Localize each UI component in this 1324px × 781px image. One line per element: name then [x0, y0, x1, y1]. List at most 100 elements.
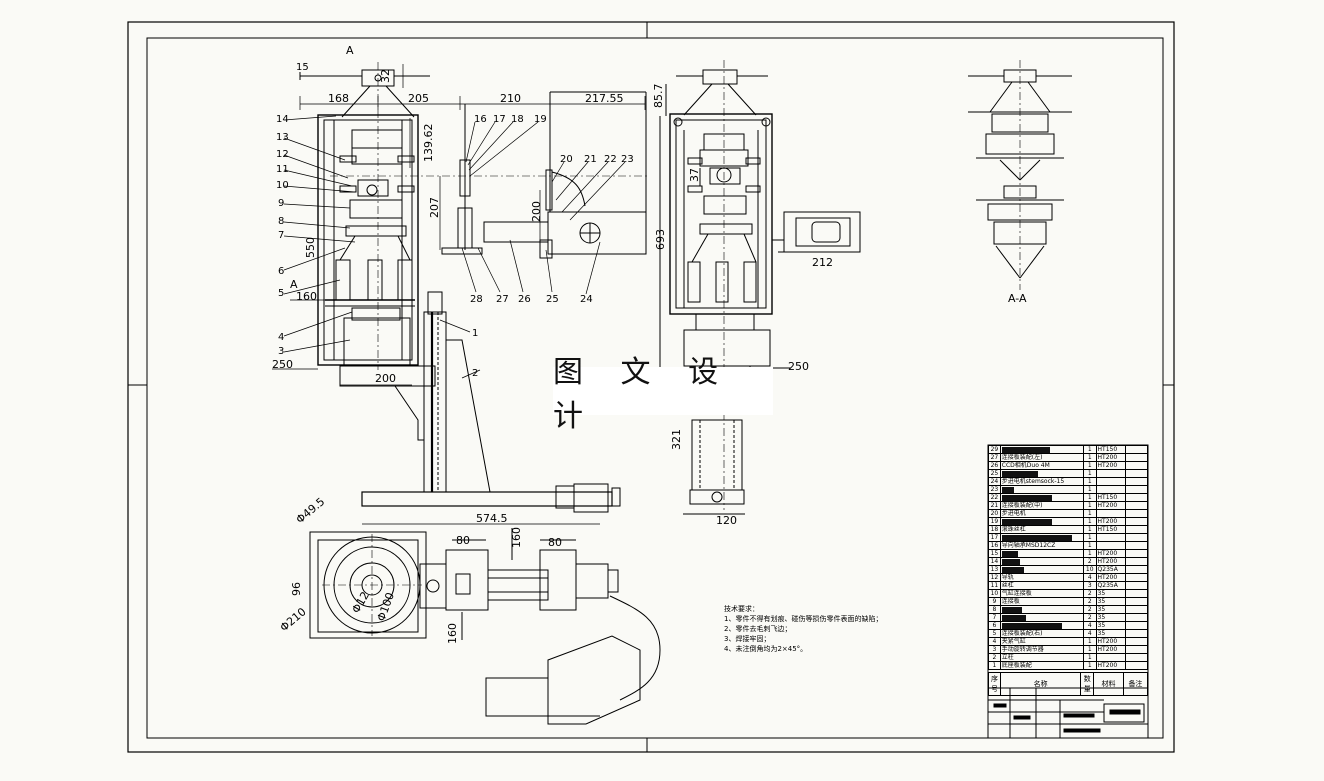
redacted-text [1001, 566, 1024, 573]
part-number: 18 [988, 525, 1001, 534]
dim-210: 210 [500, 92, 521, 105]
part-number: 19 [988, 517, 1001, 526]
dim-37: 37 [688, 168, 701, 182]
dim-32: 32 [379, 69, 392, 83]
part-quantity: 3 [1082, 581, 1097, 590]
part-material: HT200 [1095, 661, 1127, 670]
part-number: 23 [988, 485, 1001, 494]
part-material: HT200 [1095, 501, 1127, 510]
part-material: HT200 [1095, 637, 1127, 646]
part-material [1095, 653, 1127, 662]
dim-85-7: 85.7 [652, 84, 665, 109]
dim-120: 120 [716, 514, 737, 527]
part-name [999, 517, 1084, 526]
dim-phi-210: Φ210 [278, 605, 309, 634]
part-number: 24 [988, 477, 1001, 486]
part-name: 手动旋转调节器 [999, 645, 1084, 654]
balloon-leaders [283, 115, 626, 379]
balloon-7: 7 [278, 230, 284, 241]
balloon-13: 13 [276, 132, 289, 143]
dim-250-a: 250 [272, 358, 293, 371]
part-name: 夹紧气缸 [999, 637, 1084, 646]
part-quantity: 1 [1082, 445, 1097, 454]
balloon-21: 21 [584, 154, 597, 165]
dim-693: 693 [654, 229, 667, 250]
balloon-2: 2 [472, 368, 478, 379]
part-name [999, 493, 1084, 502]
part-number: 7 [988, 613, 1001, 622]
part-number: 17 [988, 533, 1001, 542]
part-remark [1125, 469, 1148, 478]
dim-139-62: 139.62 [422, 124, 435, 163]
technical-requirement-3: 3、焊接牢固； [724, 635, 771, 643]
part-name-text: 步进电机stemsock-15 [1001, 478, 1065, 485]
part-number: 14 [988, 557, 1001, 566]
part-name-text: 气缸连接板 [1001, 590, 1032, 597]
part-material [1095, 541, 1127, 550]
part-name: 丝杠 [999, 581, 1084, 590]
part-quantity: 2 [1082, 557, 1097, 566]
part-remark [1125, 573, 1148, 582]
part-number: 6 [988, 621, 1001, 630]
balloon-3: 3 [278, 346, 284, 357]
part-remark [1125, 445, 1148, 454]
balloon-26: 26 [518, 294, 531, 305]
balloon-5: 5 [278, 288, 284, 299]
dim-574-5: 574.5 [476, 512, 508, 525]
balloon-20: 20 [560, 154, 573, 165]
section-label-a-side: A [290, 278, 298, 291]
balloon-1: 1 [472, 328, 478, 339]
part-material: HT200 [1095, 557, 1127, 566]
part-quantity: 1 [1082, 525, 1097, 534]
part-quantity: 1 [1082, 477, 1097, 486]
part-material [1095, 485, 1127, 494]
part-remark [1125, 477, 1148, 486]
dim-212: 212 [812, 256, 833, 269]
part-name: 步进电机stemsock-15 [999, 477, 1084, 486]
part-material: 35 [1095, 589, 1127, 598]
part-material: 35 [1095, 629, 1127, 638]
header-name: 名称 [999, 672, 1082, 696]
balloon-23: 23 [621, 154, 634, 165]
dim-217-55: 217.55 [585, 92, 624, 105]
part-material: 35 [1095, 621, 1127, 630]
balloon-22: 22 [604, 154, 617, 165]
dim-160-a: 160 [296, 290, 317, 303]
part-remark [1125, 645, 1148, 654]
part-remark [1125, 637, 1148, 646]
part-quantity: 1 [1082, 541, 1097, 550]
part-remark [1125, 653, 1148, 662]
dim-160-b: 160 [510, 527, 523, 548]
header-remark: 备注 [1122, 672, 1149, 696]
technical-requirements-title: 技术要求： [724, 605, 759, 613]
technical-requirement-1: 1、零件不得有划痕、碰伤等损伤零件表面的缺陷； [724, 615, 883, 623]
part-name: 步进电机 [999, 509, 1084, 518]
dim-205: 205 [408, 92, 429, 105]
part-name: 滚珠丝杠 [999, 525, 1084, 534]
part-number: 25 [988, 469, 1001, 478]
part-name-text: 步进电机 [1001, 510, 1026, 517]
part-remark [1125, 461, 1148, 470]
part-name: 导向轴承MSD12CZ [999, 541, 1084, 550]
part-material: HT150 [1095, 445, 1127, 454]
balloon-25: 25 [546, 294, 559, 305]
part-number: 21 [988, 501, 1001, 510]
drawing-text: A A A-A 32 168 205 210 217.55 85.7 139.6… [272, 44, 1027, 644]
part-name: 导轨 [999, 573, 1084, 582]
redacted-text [1001, 470, 1038, 477]
part-number: 3 [988, 645, 1001, 654]
balloon-4: 4 [278, 332, 284, 343]
part-remark [1125, 493, 1148, 502]
